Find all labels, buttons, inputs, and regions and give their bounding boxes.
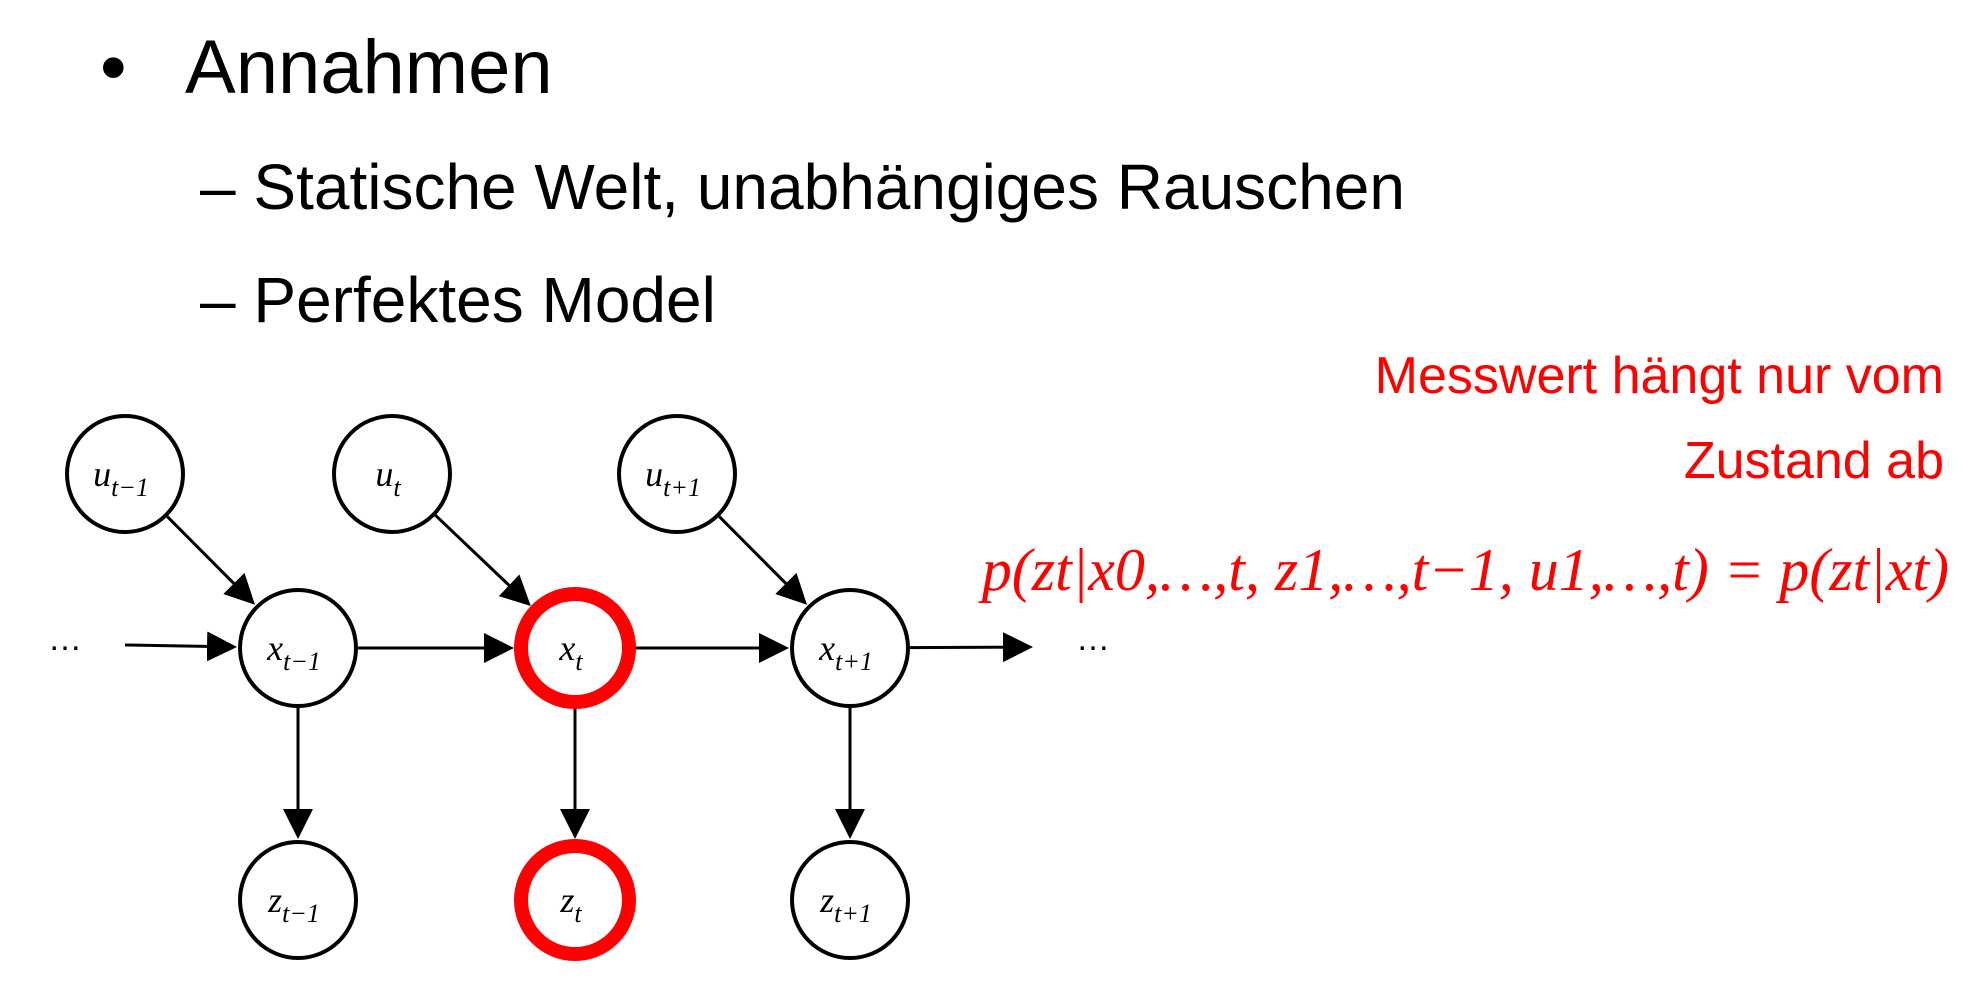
ellipsis-left: … <box>48 620 82 658</box>
node-circle-x_t <box>514 587 636 709</box>
node-circle-x_tm1 <box>238 588 358 708</box>
node-circle-z_t <box>514 839 636 961</box>
ellipsis-right: … <box>1076 620 1110 658</box>
bullet-dot: • <box>100 25 127 110</box>
edge-u_tm1-to-x_tm1 <box>164 514 255 605</box>
node-circle-u_tm1 <box>65 414 185 534</box>
node-label-x_t: xt <box>558 628 583 676</box>
edges-group <box>124 512 1033 839</box>
node-label-x_tp1: xt+1 <box>818 628 873 676</box>
node-x_tp1: xt+1 <box>790 588 910 708</box>
node-x_t: xt <box>514 587 636 709</box>
node-z_t: zt <box>514 839 636 961</box>
node-label-z_tp1: zt+1 <box>819 880 872 928</box>
nodes-group: ut−1 ut ut+1 xt−1 xt xt+1 zt−1 zt zt+1 <box>65 414 910 961</box>
node-label-u_tm1: ut−1 <box>93 454 149 502</box>
bullet-heading: Annahmen <box>185 25 553 110</box>
edge-ellipsis_left-to-x_tm1 <box>124 631 238 662</box>
sub-bullet-static-world: – Statische Welt, unabhängiges Rauschen <box>200 151 1405 223</box>
node-circle-x_tp1 <box>790 588 910 708</box>
node-circle-u_tp1 <box>617 414 737 534</box>
node-circle-z_tm1 <box>238 840 358 960</box>
node-label-x_tm1: xt−1 <box>266 628 321 676</box>
node-z_tp1: zt+1 <box>790 840 910 960</box>
formula: p(zt|x0,…,t, z1,…,t−1, u1,…,t) = p(zt|xt… <box>978 537 1949 603</box>
node-label-u_tp1: ut+1 <box>645 454 701 502</box>
edge-x_tp1-to-ellipsis_right <box>907 632 1033 663</box>
node-circle-z_tp1 <box>790 840 910 960</box>
sub-bullet-perfect-model: – Perfektes Model <box>200 264 716 336</box>
node-u_tm1: ut−1 <box>65 414 185 534</box>
node-u_tp1: ut+1 <box>617 414 737 534</box>
node-label-u_t: ut <box>375 454 401 502</box>
annotation-line-1: Messwert hängt nur vom <box>1374 347 1944 405</box>
node-z_tm1: zt−1 <box>238 840 358 960</box>
node-u_t: ut <box>332 414 452 534</box>
node-x_tm1: xt−1 <box>238 588 358 708</box>
annotation-line-2: Zustand ab <box>1683 432 1944 490</box>
node-label-z_tm1: zt−1 <box>267 880 320 928</box>
node-circle-u_t <box>332 414 452 534</box>
edge-u_t-to-x_t <box>432 512 531 606</box>
node-label-z_t: zt <box>559 880 582 928</box>
edge-u_tp1-to-x_tp1 <box>716 514 807 605</box>
